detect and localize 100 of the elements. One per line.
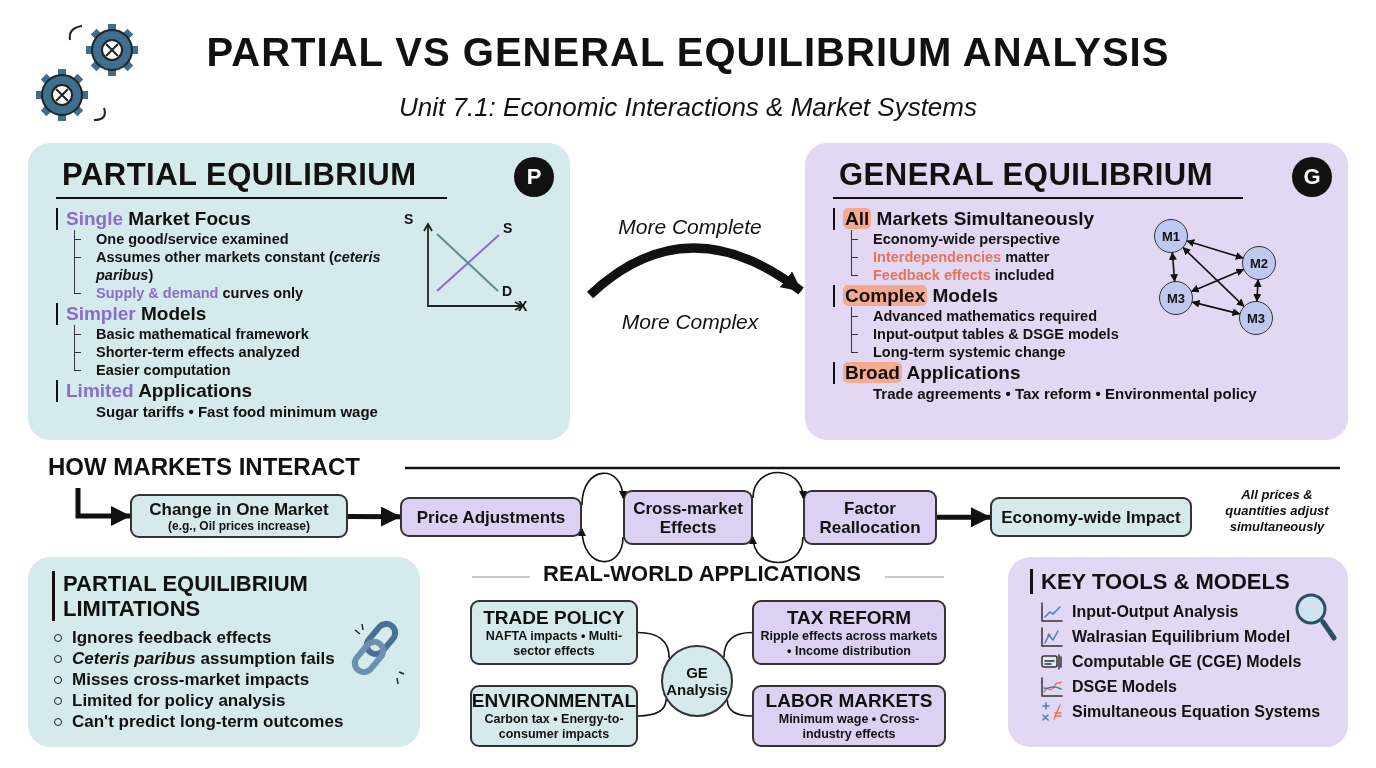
box-description: Carbon tax • Energy-to-consumer impacts [483, 712, 625, 742]
process-box [400, 497, 582, 537]
list-item: Input-Output Analysis [1072, 602, 1239, 622]
process-box [130, 494, 348, 538]
bullet-text: Easier computation [70, 361, 231, 379]
connector-line [637, 698, 667, 717]
bullet-text: Economy-wide perspective [847, 230, 1060, 248]
process-box [623, 490, 753, 545]
market-circle [1154, 219, 1188, 253]
process-box [803, 490, 937, 545]
process-box [752, 685, 946, 747]
bullet-text: One good/service examined [70, 230, 289, 248]
box-title: LABOR MARKETS [765, 690, 933, 712]
section-heading: HOW MARKETS INTERACT [48, 453, 360, 481]
info-panel [28, 557, 420, 747]
box-note: (e.g., Oil prices increase) [167, 518, 311, 533]
arrow [749, 536, 804, 564]
bullet-text: Ceteris paribus assumption fails [52, 648, 335, 669]
circle-label: M3 [1246, 310, 1266, 326]
box-label: Change in One Market [149, 499, 329, 519]
examples-text: Sugar tariffs • Fast food minimum wage [95, 402, 378, 422]
bullet-text: Advanced mathematics required [847, 307, 1098, 325]
list-item: Computable GE (CGE) Models [1072, 652, 1302, 672]
box-label: Price Adjustments [416, 507, 566, 527]
bullet-text: Assumes other markets constant (ceteris paribus) [70, 248, 386, 284]
bullet-text: Long-term systemic change [847, 343, 1066, 361]
connector-line [637, 631, 670, 659]
panel-title: PARTIAL EQUILIBRIUM LIMITATIONS [52, 571, 396, 621]
arrow [752, 471, 807, 499]
panel-title: KEY TOOLS & MODELS [1030, 569, 1290, 594]
box-title: ENVIRONMENTAL [471, 690, 637, 712]
bullet-text: Supply & demand curves only [70, 284, 304, 302]
section-heading: Single Market Focus [56, 208, 251, 230]
box-title: TRADE POLICY [483, 606, 625, 629]
arrow-caption: More Complex [621, 310, 759, 334]
examples-text: Trade agreements • Tax reform • Environmental policy [872, 384, 1257, 404]
bullet-text: Interdependencies matter [847, 248, 1050, 266]
bullet-text: Limited for policy analysis [52, 690, 286, 711]
bullet-text: Ignores feedback effects [52, 627, 272, 648]
connector-line [726, 699, 753, 717]
curve-label: S [503, 220, 513, 236]
section-heading: Simpler Models [56, 303, 207, 325]
market-circle [1159, 281, 1193, 315]
arrow [348, 506, 401, 527]
box-label: Factor Reallocation [818, 498, 922, 537]
arrow [937, 507, 991, 528]
section-heading: Limited Applications [56, 380, 253, 402]
connector-line [723, 631, 753, 658]
box-description: Minimum wage • Cross-industry effects [777, 712, 921, 742]
box-label: Cross-market Effects [632, 498, 744, 537]
arrow [581, 472, 627, 506]
market-circle [1239, 301, 1273, 335]
axis-label: X [518, 298, 528, 314]
letter-badge: G [1292, 157, 1332, 197]
info-panel [1008, 557, 1348, 747]
process-box [752, 600, 946, 665]
arrow [1186, 239, 1244, 260]
section-heading: All Markets Simultaneously [833, 208, 1095, 230]
side-note: All prices & quantities adjust simultaneously [1224, 487, 1330, 535]
hub-circle [661, 645, 733, 717]
page-title: PARTIAL VS GENERAL EQUILIBRIUM ANALYSIS [205, 30, 1171, 75]
market-circle [1242, 246, 1276, 280]
circle-label: M1 [1161, 228, 1181, 244]
arrow [1190, 268, 1245, 293]
info-panel [28, 143, 570, 440]
circle-label: M3 [1166, 290, 1186, 306]
panel-title: GENERAL EQUILIBRIUM [833, 153, 1244, 199]
arrow [1253, 279, 1262, 302]
arrow [1168, 251, 1179, 283]
process-box [470, 600, 638, 665]
arrow [1191, 299, 1241, 317]
section-heading: Broad Applications [833, 362, 1021, 384]
box-title: TAX REFORM [786, 606, 912, 629]
bullet-text: Input-output tables & DSGE models [847, 325, 1119, 343]
arrow [578, 528, 624, 563]
section-heading: Complex Models [833, 285, 998, 307]
panel-title: PARTIAL EQUILIBRIUM [56, 153, 447, 199]
arrow [75, 488, 131, 526]
section-heading: REAL-WORLD APPLICATIONS [543, 561, 861, 587]
bullet-text: Basic mathematical framework [70, 325, 309, 343]
list-item: Simultaneous Equation Systems [1072, 702, 1321, 722]
process-box [470, 685, 638, 747]
letter-badge: P [514, 157, 554, 197]
arrow [1182, 247, 1245, 307]
arrow [587, 243, 804, 299]
box-label: Economy-wide Impact [1001, 507, 1181, 527]
hub-label: GE Analysis [666, 664, 728, 698]
curve-label: D [502, 283, 513, 299]
box-description: NAFTA impacts • Multi-sector effects [484, 628, 624, 659]
circle-label: M2 [1249, 255, 1269, 271]
axis-label: S [404, 211, 414, 227]
info-panel [805, 143, 1348, 440]
bullet-text: Feedback effects included [847, 266, 1055, 284]
list-item: Walrasian Equilibrium Model [1072, 627, 1291, 647]
bullet-text: Shorter-term effects analyzed [70, 343, 300, 361]
process-box [990, 497, 1192, 537]
bullet-text: Misses cross-market impacts [52, 669, 310, 690]
box-description: Ripple effects across markets • Income distribution [759, 628, 939, 659]
list-item: DSGE Models [1072, 677, 1177, 697]
subtitle: Unit 7.1: Economic Interactions & Market Systems [399, 92, 977, 123]
